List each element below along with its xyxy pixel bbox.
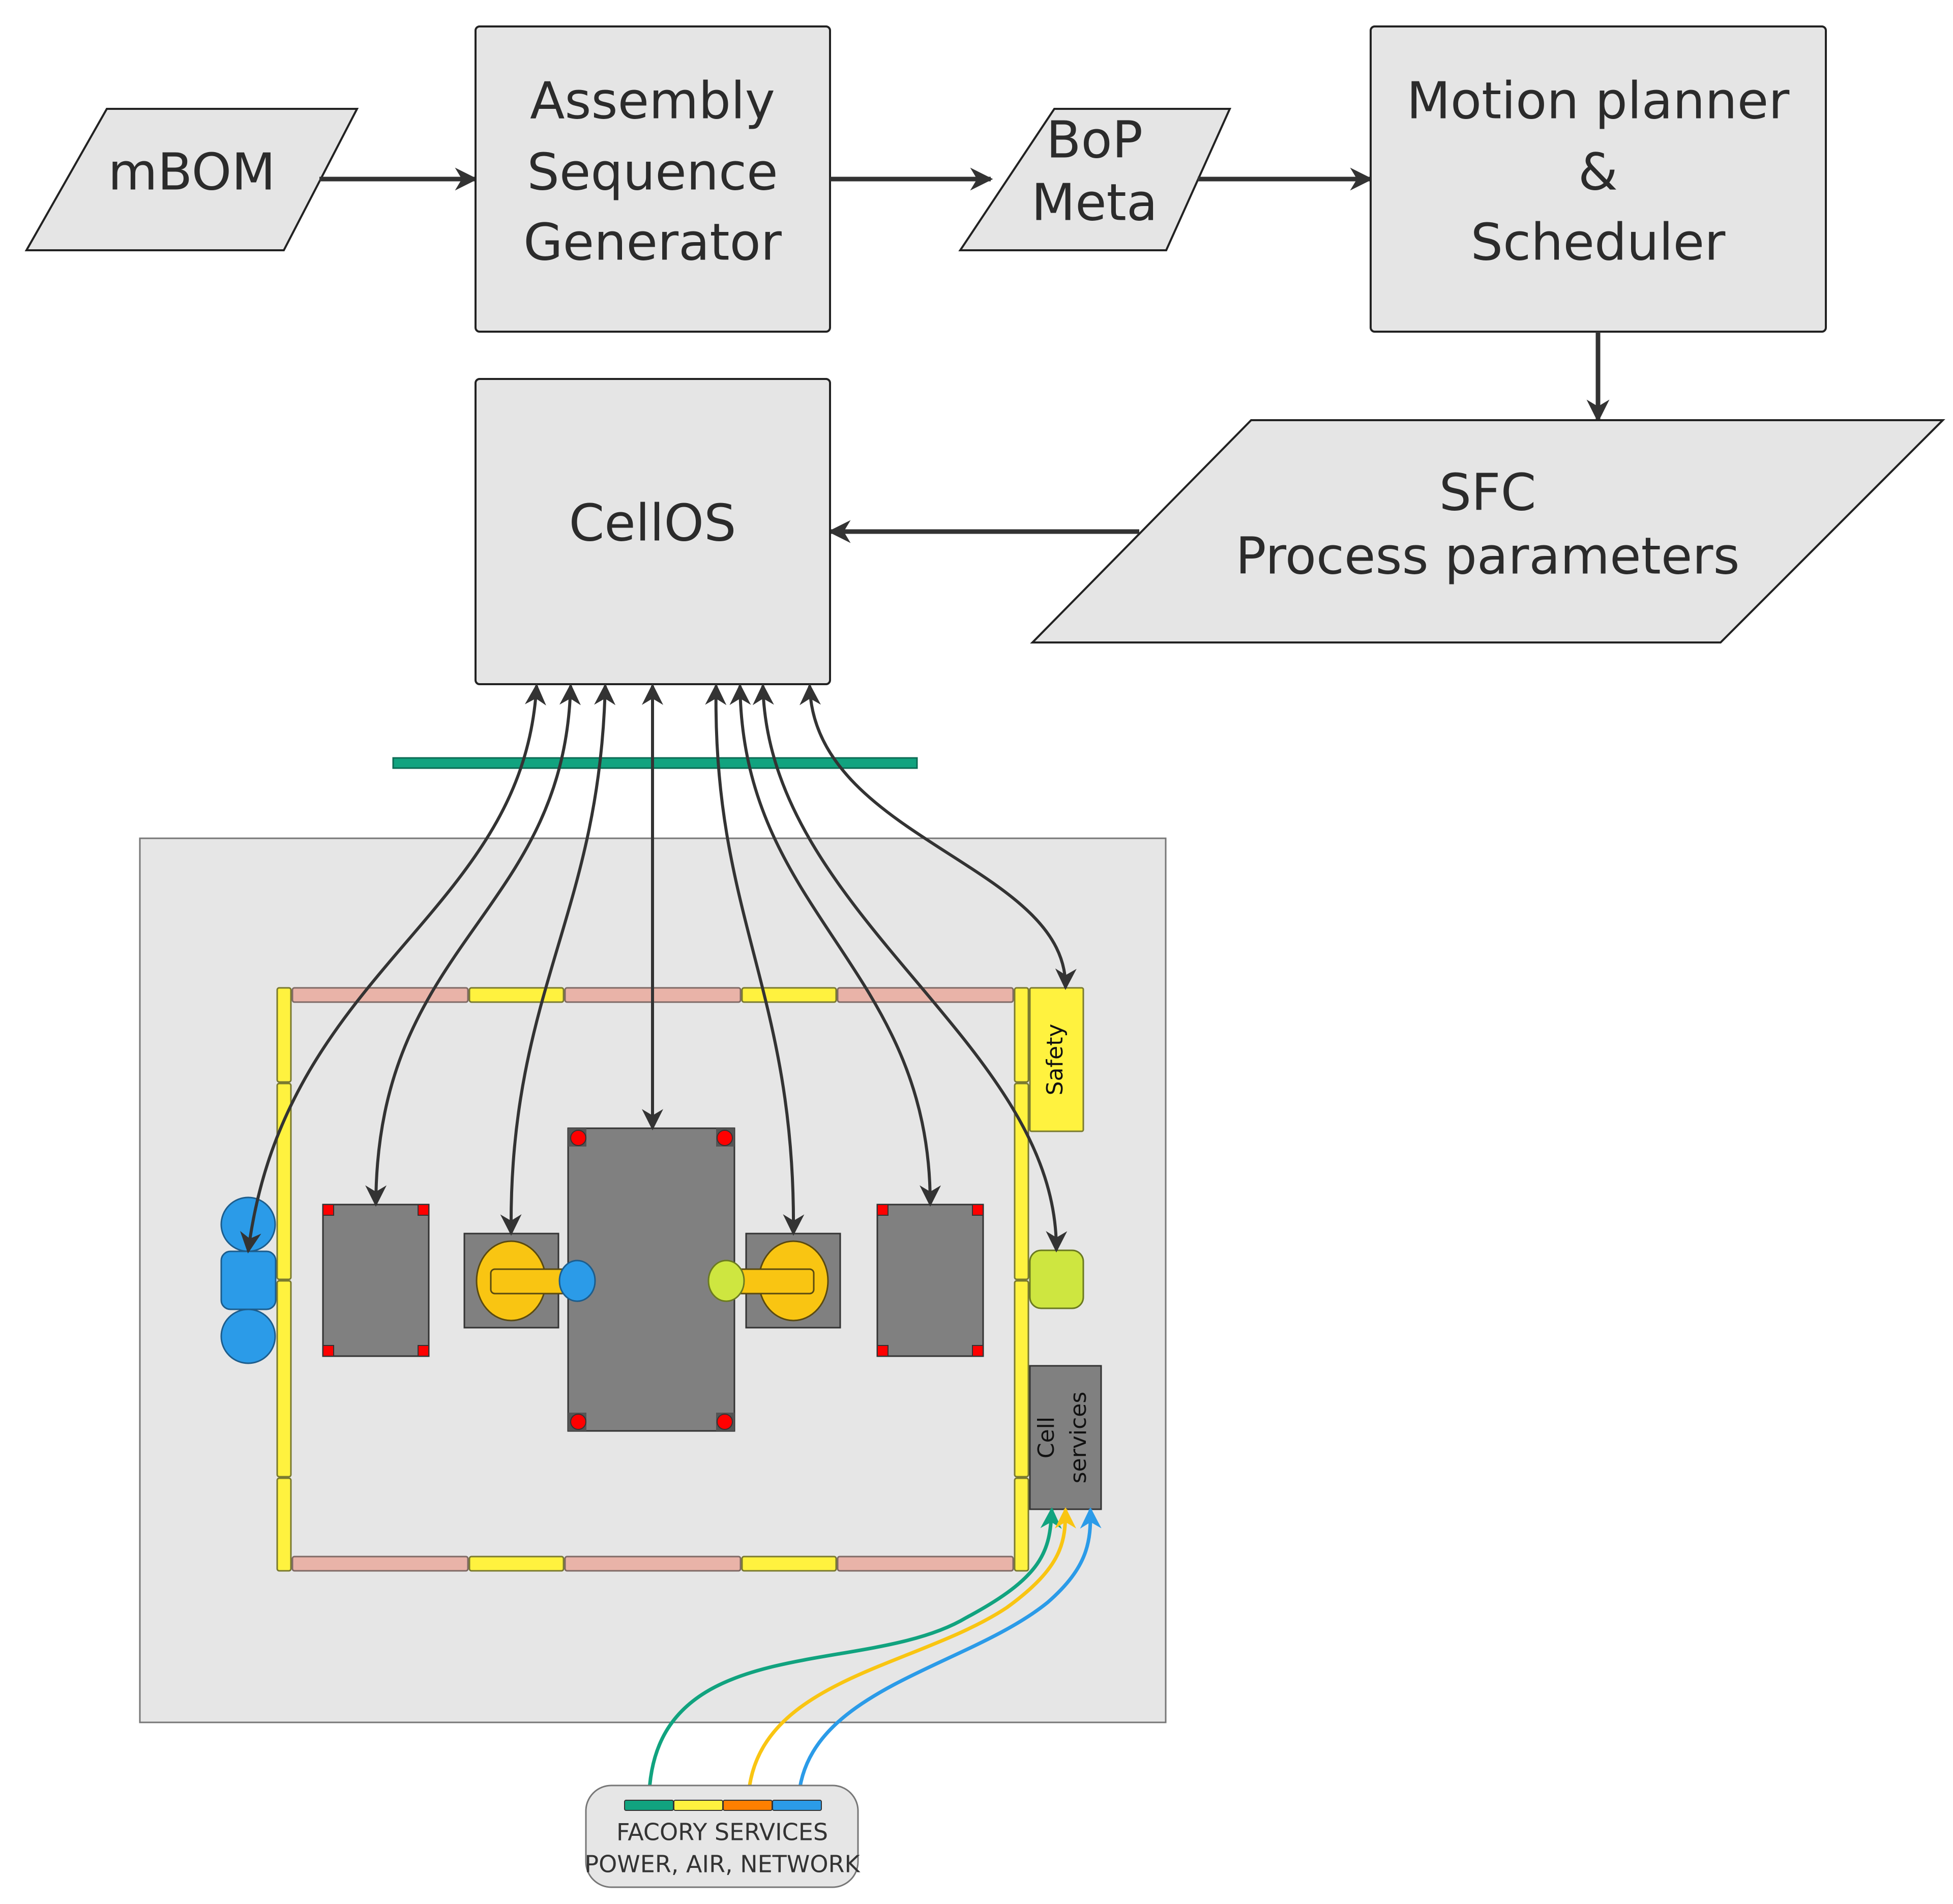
service-lines [647, 1507, 1102, 1801]
cell-services-box: Cell services [1029, 1365, 1102, 1510]
cellos-label: CellOS [569, 493, 736, 552]
mbom-label: mBOM [108, 142, 275, 201]
port-air [723, 1800, 773, 1811]
fence-post [1014, 1280, 1029, 1478]
fence-post [276, 1477, 292, 1572]
mbom-node: mBOM [24, 108, 359, 251]
fence-post [276, 987, 292, 1083]
fence-panel [291, 987, 469, 1003]
fence-right [1014, 987, 1029, 1572]
motion-label-line2: & [1578, 142, 1618, 201]
service-line-network [647, 1507, 1062, 1801]
cell-services-label-line1: Cell [1033, 1417, 1059, 1458]
fence-panel [564, 1556, 742, 1572]
bop-label-line1: BoP [1046, 110, 1143, 169]
fixture-left [322, 1204, 430, 1357]
fence-post [276, 1280, 292, 1478]
fence-bottom [291, 1556, 1014, 1572]
factory-services-box: FACORY SERVICES POWER, AIR, NETWORK [584, 1784, 861, 1888]
feeder-roller [220, 1308, 276, 1364]
fixture-right [876, 1204, 984, 1357]
sfc-process-parameters-node: SFC Process parameters [1030, 419, 1945, 643]
cell-services-label-line2: services [1066, 1392, 1091, 1484]
asg-label-line1: Assembly [530, 71, 775, 130]
fence-post [1014, 1477, 1029, 1572]
fence-panel [468, 1556, 565, 1572]
safety-label: Safety [1042, 1024, 1068, 1096]
motion-planner-scheduler-node: Motion planner & Scheduler [1370, 25, 1827, 333]
link-cellos-robot-left [500, 683, 616, 1236]
gripper-lime [707, 1259, 745, 1302]
fence-post [1014, 987, 1029, 1083]
port-power [673, 1800, 723, 1811]
gripper-blue [558, 1259, 596, 1302]
link-cellos-safety [800, 683, 1077, 990]
fence-panel [741, 987, 837, 1003]
feeder-body [220, 1250, 277, 1310]
fence-panel [468, 987, 565, 1003]
port-network [624, 1800, 674, 1811]
blue-feeder [220, 1196, 277, 1364]
port-data [772, 1800, 822, 1811]
robot-arm [490, 1268, 571, 1295]
cellos-links [240, 683, 1077, 1254]
lime-device [1029, 1249, 1084, 1309]
factory-services-label-line1: FACORY SERVICES [616, 1819, 828, 1846]
fence-left [276, 1082, 292, 1572]
asg-label-line3: Generator [523, 212, 782, 272]
fence-panel [741, 1556, 837, 1572]
sfc-label-line1: SFC [1439, 462, 1536, 522]
sfc-label-line2: Process parameters [1235, 526, 1739, 585]
fence-panel [837, 1556, 1014, 1572]
fence-panel [291, 1556, 469, 1572]
service-line-data [796, 1507, 1102, 1801]
service-line-power [746, 1507, 1076, 1801]
motion-label-line3: Scheduler [1471, 212, 1726, 272]
bop-meta-node: BoP Meta [958, 108, 1232, 251]
asg-label-line2: Sequence [527, 142, 778, 201]
safety-controller: Safety [1029, 987, 1084, 1132]
motion-label-line1: Motion planner [1407, 71, 1790, 130]
factory-services-label-line2: POWER, AIR, NETWORK [584, 1851, 861, 1878]
robot-arm [734, 1268, 815, 1295]
assembly-sequence-generator-node: Assembly Sequence Generator [475, 25, 831, 333]
bop-label-line2: Meta [1031, 172, 1158, 232]
cellos-node: CellOS [475, 378, 831, 685]
